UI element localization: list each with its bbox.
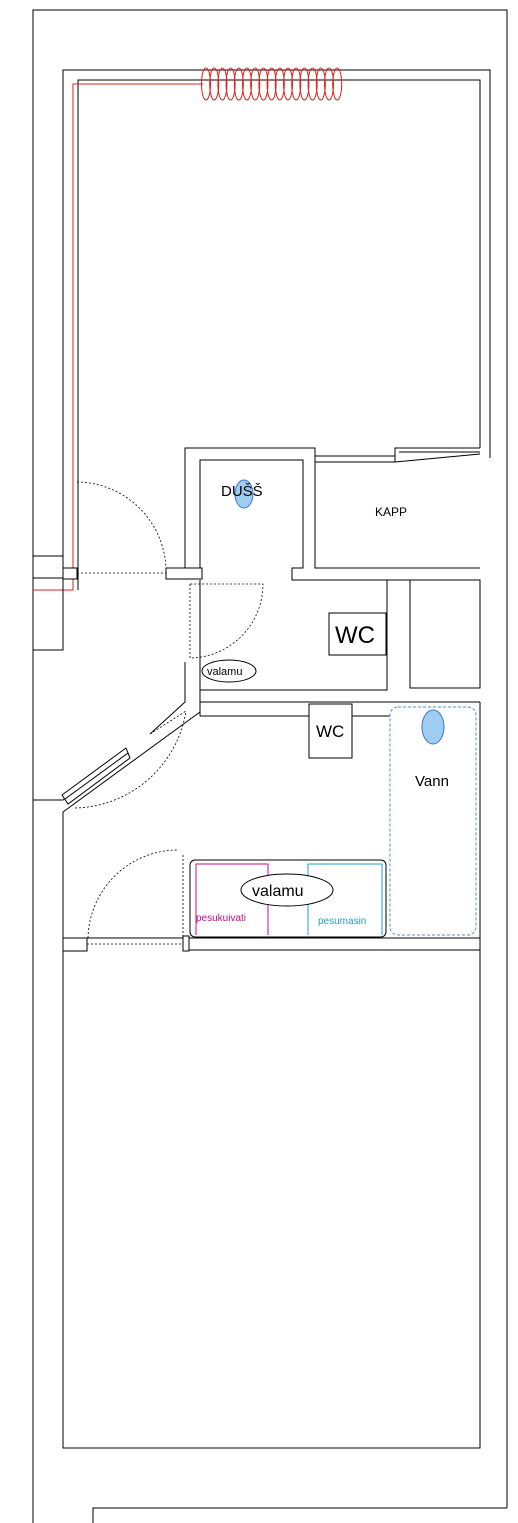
sink-large-icon [240,873,334,907]
diagonal-door-swing [74,710,187,809]
entrance-jamb-right [165,567,203,580]
radiator-coil-loop [209,67,220,101]
radiator-coil-loop [266,67,277,101]
radiator-coil-loop [307,67,318,101]
dryer-label: pesukuivati [196,913,246,924]
radiator-coil-loop [283,67,293,101]
radiator-coil-loop [225,67,236,101]
laundry-wall [63,937,480,951]
bottom-wall-line [92,1507,507,1523]
partition-wall-bottom [200,701,480,717]
lower-door-jamb-left [62,937,88,952]
upper-wc-door-swing [189,583,264,659]
closet-label: KAPP [375,505,407,519]
bathtub-outline [389,706,477,936]
radiator-coil-loop [233,67,244,101]
radiator-coil-loop [242,67,252,101]
radiator-coil-loop [291,67,302,101]
radiator-coil-loop [258,67,269,101]
storage-box [409,579,481,689]
heating-pipe [33,83,203,591]
shower-room-inner [199,459,480,581]
sink-small-label: valamu [207,666,242,678]
bathtub-label: Vann [415,773,449,790]
radiator-coil-icon [201,67,343,101]
sink-large-label: valamu [252,883,304,900]
radiator-coil-loop [250,67,261,101]
lower-door-swing [87,849,179,939]
entrance-door-swing [76,481,167,569]
sink-small-icon [201,659,257,683]
lower-room-wall [62,702,481,1449]
washer-label: pesumasin [318,916,366,927]
entrance-wall-stub [33,555,64,651]
diagonal-window [61,747,131,805]
top-room-wall [77,79,481,590]
diagonal-door-leaf [149,710,187,735]
shower-label: DUŠŠ [221,483,263,500]
outer-wall [32,9,508,1523]
closet-wall [314,453,481,569]
shower-room-wall [184,447,480,568]
wc-upper-label: WC [335,622,375,649]
radiator-coil-loop [324,67,334,101]
radiator-coil-loop [315,67,326,101]
top-room-inner-wall [62,69,491,568]
upper-wc-room-wall [199,580,388,691]
radiator-coil-loop [332,67,343,101]
radiator-coil-loop [274,67,285,101]
radiator-coil-loop [201,67,211,101]
radiator-coil-loop [217,67,228,101]
bathtub-drain-icon [421,709,445,745]
wc-upper-icon [328,612,387,656]
partition-wall [149,662,201,735]
entrance-jamb [62,567,78,580]
shower-drain-icon [234,479,254,509]
wc-lower-icon [308,703,353,759]
radiator-coil-loop [299,67,310,101]
wc-lower-label: WC [316,722,344,741]
lower-door-jamb-right [182,935,190,952]
